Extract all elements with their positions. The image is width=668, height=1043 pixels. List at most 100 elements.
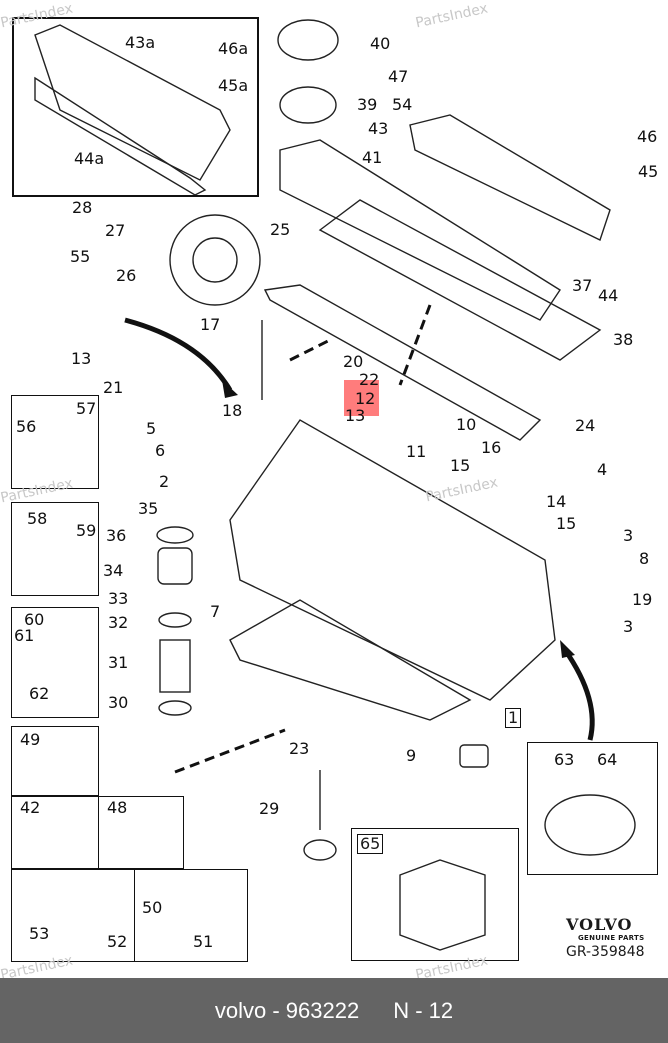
callout-1[interactable]: 1 bbox=[505, 708, 522, 728]
callout-64[interactable]: 64 bbox=[597, 750, 618, 769]
callout-16[interactable]: 16 bbox=[481, 438, 502, 457]
callout-62[interactable]: 62 bbox=[29, 684, 50, 703]
callout-43a[interactable]: 43a bbox=[125, 33, 156, 52]
callout-45[interactable]: 45 bbox=[638, 162, 659, 181]
callout-39[interactable]: 39 bbox=[357, 95, 378, 114]
dashed-line bbox=[174, 728, 286, 774]
callout-52[interactable]: 52 bbox=[107, 932, 128, 951]
footer-part-number: volvo - 963222 bbox=[214, 997, 360, 1023]
callout-49[interactable]: 49 bbox=[20, 730, 41, 749]
callout-58[interactable]: 58 bbox=[27, 509, 48, 528]
inset-vacuum-pump bbox=[527, 742, 658, 875]
vacuum-pump-64 bbox=[544, 794, 636, 856]
highlight-marker bbox=[344, 380, 379, 416]
arrowhead bbox=[560, 640, 575, 658]
valve-cover-43 bbox=[409, 114, 611, 241]
callout-63[interactable]: 63 bbox=[554, 750, 575, 769]
cam-gear-26 bbox=[169, 214, 261, 306]
arrow-curve bbox=[124, 317, 233, 392]
callout-2[interactable]: 2 bbox=[159, 472, 170, 491]
inset-49 bbox=[11, 726, 99, 796]
callout-8[interactable]: 8 bbox=[639, 549, 650, 568]
callout-5[interactable]: 5 bbox=[146, 419, 157, 438]
callout-12[interactable]: 12 bbox=[355, 389, 376, 408]
callout-30[interactable]: 30 bbox=[108, 693, 129, 712]
callout-20[interactable]: 20 bbox=[343, 352, 364, 371]
callout-54[interactable]: 54 bbox=[392, 95, 413, 114]
callout-21[interactable]: 21 bbox=[103, 378, 124, 397]
callout-61[interactable]: 61 bbox=[14, 626, 35, 645]
callout-9[interactable]: 9 bbox=[406, 746, 417, 765]
callout-19[interactable]: 19 bbox=[632, 590, 653, 609]
callout-33[interactable]: 33 bbox=[108, 589, 129, 608]
callout-55[interactable]: 55 bbox=[70, 247, 91, 266]
callout-17[interactable]: 17 bbox=[200, 315, 221, 334]
callout-57[interactable]: 57 bbox=[76, 399, 97, 418]
valve-cover-inset-shape bbox=[34, 24, 231, 181]
callout-31[interactable]: 31 bbox=[108, 653, 129, 672]
callout-34[interactable]: 34 bbox=[103, 561, 124, 580]
dashed-line bbox=[289, 338, 331, 362]
callout-14[interactable]: 14 bbox=[546, 492, 567, 511]
footer-position-ref: N - 12 bbox=[393, 997, 454, 1023]
callout-46[interactable]: 46 bbox=[637, 127, 658, 146]
callout-35[interactable]: 35 bbox=[138, 499, 159, 518]
callout-51[interactable]: 51 bbox=[193, 932, 214, 951]
callout-24[interactable]: 24 bbox=[575, 416, 596, 435]
inset-bracket-58 bbox=[11, 502, 99, 596]
parts-diagram: 43a 46a 45a 44a 40 47 39 54 43 41 46 45 … bbox=[0, 1, 659, 984]
callout-18[interactable]: 18 bbox=[222, 401, 243, 420]
callout-50[interactable]: 50 bbox=[142, 898, 163, 917]
callout-15b[interactable]: 15 bbox=[556, 514, 577, 533]
callout-15[interactable]: 15 bbox=[450, 456, 471, 475]
callout-45a[interactable]: 45a bbox=[218, 76, 249, 95]
oil-cap-39 bbox=[279, 86, 337, 124]
oil-cap-40 bbox=[277, 19, 339, 61]
callout-53[interactable]: 53 bbox=[29, 924, 50, 943]
callout-23[interactable]: 23 bbox=[289, 739, 310, 758]
inset-valve-cover bbox=[12, 17, 259, 197]
drawing-code: GR-359848 bbox=[566, 944, 645, 960]
callout-32[interactable]: 32 bbox=[108, 613, 129, 632]
callout-41[interactable]: 41 bbox=[362, 148, 383, 167]
callout-6[interactable]: 6 bbox=[155, 441, 166, 460]
cylinder-head bbox=[229, 419, 556, 701]
diagram-drawing bbox=[34, 19, 636, 951]
callout-13b[interactable]: 13 bbox=[345, 406, 366, 425]
callout-44a[interactable]: 44a bbox=[74, 149, 105, 168]
callout-3[interactable]: 3 bbox=[623, 526, 634, 545]
callout-40[interactable]: 40 bbox=[370, 34, 391, 53]
callout-56[interactable]: 56 bbox=[16, 417, 37, 436]
callout-60[interactable]: 60 bbox=[24, 610, 45, 629]
callout-29[interactable]: 29 bbox=[259, 799, 280, 818]
callout-3b[interactable]: 3 bbox=[623, 617, 634, 636]
callout-4[interactable]: 4 bbox=[597, 460, 608, 479]
camshaft-24 bbox=[263, 284, 542, 441]
callout-59[interactable]: 59 bbox=[76, 521, 97, 540]
footer-bar: volvo - 963222 N - 12 bbox=[0, 978, 668, 1043]
callout-38[interactable]: 38 bbox=[613, 330, 634, 349]
callout-22[interactable]: 22 bbox=[359, 370, 380, 389]
volvo-parts-box bbox=[399, 859, 486, 951]
callout-13[interactable]: 13 bbox=[71, 349, 92, 368]
gasket-38 bbox=[318, 199, 602, 361]
callout-44[interactable]: 44 bbox=[598, 286, 619, 305]
callout-25[interactable]: 25 bbox=[270, 220, 291, 239]
callout-46a[interactable]: 46a bbox=[218, 39, 249, 58]
arrow-curve bbox=[562, 648, 595, 741]
callout-28[interactable]: 28 bbox=[72, 198, 93, 217]
callout-37[interactable]: 37 bbox=[572, 276, 593, 295]
callout-48[interactable]: 48 bbox=[107, 798, 128, 817]
callout-26[interactable]: 26 bbox=[116, 266, 137, 285]
inset-48 bbox=[98, 796, 184, 869]
callout-47[interactable]: 47 bbox=[388, 67, 409, 86]
callout-65[interactable]: 65 bbox=[357, 834, 384, 854]
callout-43[interactable]: 43 bbox=[368, 119, 389, 138]
callout-27[interactable]: 27 bbox=[105, 221, 126, 240]
callout-36[interactable]: 36 bbox=[106, 526, 127, 545]
callout-11[interactable]: 11 bbox=[406, 442, 427, 461]
callout-10[interactable]: 10 bbox=[456, 415, 477, 434]
gasket-inset-shape bbox=[34, 76, 207, 196]
callout-7[interactable]: 7 bbox=[210, 602, 221, 621]
callout-42[interactable]: 42 bbox=[20, 798, 41, 817]
